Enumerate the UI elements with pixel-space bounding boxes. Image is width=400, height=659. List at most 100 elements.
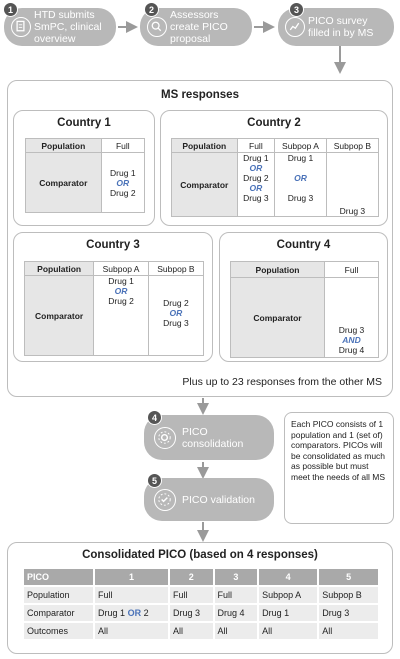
comparator-label: Comparator xyxy=(23,275,95,356)
step-4-text: PICO consolidation xyxy=(182,425,244,450)
comparator-value: Drug 1 OR Drug 2 xyxy=(100,152,146,213)
or-connector: OR xyxy=(249,183,263,193)
step-4-number: 4 xyxy=(147,410,162,425)
row-label: Population xyxy=(24,587,94,603)
population-value: Full xyxy=(100,138,146,153)
drug-item: Drug 2 xyxy=(163,298,189,308)
drug-item: Drug 1 xyxy=(110,167,136,178)
table-cell: Full xyxy=(214,587,258,603)
consolidated-pico-title: Consolidated PICO (based on 4 responses) xyxy=(82,549,318,561)
drug-item: Drug 2 xyxy=(108,296,134,306)
table-cell: All xyxy=(259,623,318,639)
table-row: Outcomes All All All All All xyxy=(24,623,378,639)
row-label: Outcomes xyxy=(24,623,94,639)
table-row: Population Full Full Full Subpop A Subpo… xyxy=(24,587,378,603)
step-3-text: PICO survey filled in by MS xyxy=(308,15,374,39)
country-4-panel: Country 4 Population Full Comparator Dru… xyxy=(219,232,388,362)
table-header-cell: 2 xyxy=(169,569,213,585)
table-header-cell: PICO xyxy=(24,569,94,585)
drug-item: Drug 2 xyxy=(243,173,269,183)
population-label: Population xyxy=(171,138,238,153)
country-4-title: Country 4 xyxy=(276,239,331,251)
step-3-number: 3 xyxy=(289,2,304,17)
comparator-label: Comparator xyxy=(171,152,238,217)
population-label: Population xyxy=(229,261,326,278)
country-2-table: Population Full Subpop A Subpop B Compar… xyxy=(171,138,380,217)
drug-item: Drug 4 xyxy=(338,345,365,355)
table-cell: Subpop B xyxy=(319,587,378,603)
step-1-text: HTD submits SmPC, clinical overview xyxy=(34,9,102,45)
step-2-text: Assessors create PICO proposal xyxy=(170,9,228,45)
step-1-htd-submits: HTD submits SmPC, clinical overview xyxy=(4,8,116,46)
comparator-value: Drug 3 xyxy=(325,152,380,217)
country-1-title: Country 1 xyxy=(57,117,111,129)
comparator-value: Drug 1 OR Drug 2 xyxy=(93,275,149,356)
table-cell: All xyxy=(95,623,168,639)
drug-number: 2 xyxy=(143,608,149,618)
step-5-text: PICO validation xyxy=(182,493,255,506)
table-cell: Drug 1 xyxy=(259,605,318,621)
step-1-number: 1 xyxy=(3,2,18,17)
population-value: Subpop B xyxy=(147,261,205,276)
drug-item: Drug 1 xyxy=(98,608,126,618)
table-cell: Drug 1 OR 2 xyxy=(95,605,168,621)
step-5-validation: PICO validation xyxy=(144,478,274,521)
comparator-label: Comparator xyxy=(229,277,326,358)
comparator-value: Drug 3 AND Drug 4 xyxy=(324,277,379,358)
drug-item: Drug 3 xyxy=(338,325,365,335)
and-connector: AND xyxy=(342,335,361,345)
or-connector: OR xyxy=(169,308,183,318)
drug-item: Drug 3 xyxy=(243,193,269,203)
ms-responses-title: MS responses xyxy=(161,89,239,101)
step-2-number: 2 xyxy=(144,2,159,17)
drug-item: Drug 1 xyxy=(243,153,269,163)
population-label: Population xyxy=(25,138,102,153)
table-cell: All xyxy=(319,623,378,639)
table-cell: All xyxy=(169,623,213,639)
drug-item: Drug 1 xyxy=(287,153,314,163)
table-cell: Drug 3 xyxy=(169,605,213,621)
table-header-cell: 3 xyxy=(214,569,258,585)
gear-check-icon xyxy=(154,488,176,511)
drug-item: Drug 3 xyxy=(287,193,314,203)
population-value: Full xyxy=(324,261,379,278)
table-header-cell: 4 xyxy=(259,569,318,585)
or-connector: OR xyxy=(114,286,128,296)
consolidated-pico-panel: Consolidated PICO (based on 4 responses)… xyxy=(7,542,393,654)
country-4-table: Population Full Comparator Drug 3 AND Dr… xyxy=(229,261,379,358)
table-cell: Drug 4 xyxy=(214,605,258,621)
comparator-value: Drug 2 OR Drug 3 xyxy=(147,275,205,356)
drug-item: Drug 3 xyxy=(339,206,366,216)
search-icon xyxy=(147,17,167,37)
table-header-cell: 5 xyxy=(319,569,378,585)
table-header-cell: 1 xyxy=(95,569,168,585)
population-value: Subpop A xyxy=(274,138,327,153)
country-1-panel: Country 1 Population Full Comparator Dru… xyxy=(13,110,155,226)
population-value: Full xyxy=(236,138,276,153)
table-cell: Subpop A xyxy=(259,587,318,603)
comparator-label: Comparator xyxy=(25,152,102,213)
comparator-value: Drug 1 OR Drug 3 xyxy=(274,152,327,217)
country-1-table: Population Full Comparator Drug 1 OR Dru… xyxy=(25,138,146,213)
population-label: Population xyxy=(23,261,95,276)
drug-item: Drug 2 xyxy=(110,187,136,198)
pico-note: Each PICO consists of 1 population and 1… xyxy=(284,412,394,524)
or-connector: OR xyxy=(294,173,307,183)
table-cell: Full xyxy=(169,587,213,603)
drug-item: Drug 1 xyxy=(108,276,134,286)
table-row: Comparator Drug 1 OR 2 Drug 3 Drug 4 Dru… xyxy=(24,605,378,621)
document-icon xyxy=(11,17,31,37)
consolidated-pico-table: PICO 1 2 3 4 5 Population Full Full Full… xyxy=(22,567,380,641)
or-connector: OR xyxy=(249,163,263,173)
step-5-number: 5 xyxy=(147,473,162,488)
country-3-table: Population Subpop A Subpop B Comparator … xyxy=(23,261,205,356)
survey-icon xyxy=(285,17,305,37)
table-cell: Full xyxy=(95,587,168,603)
table-cell: All xyxy=(214,623,258,639)
population-value: Subpop A xyxy=(93,261,149,276)
table-cell: Drug 3 xyxy=(319,605,378,621)
gear-icon xyxy=(154,426,176,449)
row-label: Comparator xyxy=(24,605,94,621)
population-value: Subpop B xyxy=(325,138,380,153)
